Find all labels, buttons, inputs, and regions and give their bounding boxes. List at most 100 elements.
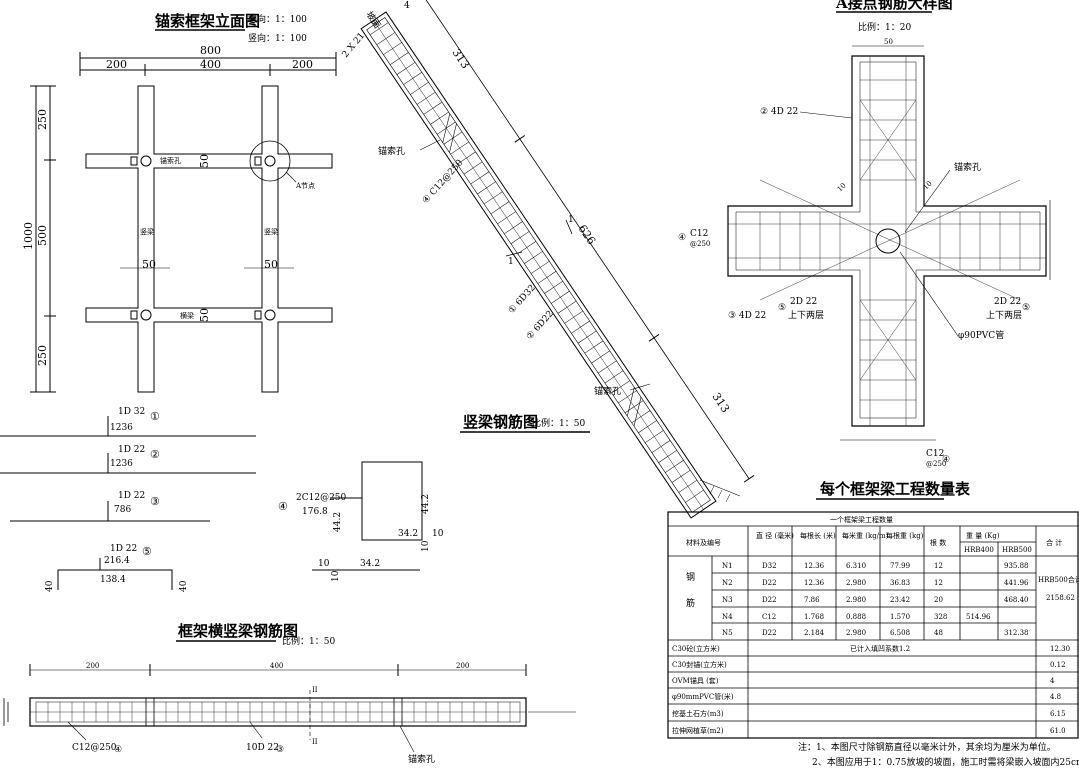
beam-scale: 比例：1：50 <box>282 635 335 647</box>
dim-left: 200 <box>106 58 127 71</box>
table-cell: 468.40 <box>1004 596 1029 604</box>
node-anchor: 锚索孔 <box>954 161 981 173</box>
bar5-hook-l: 40 <box>45 580 55 592</box>
label-vbeam-2: 竖梁 <box>264 227 278 236</box>
vbeam-anchor: 锚索孔 <box>378 145 405 157</box>
table-cell: D22 <box>762 596 777 604</box>
table-cell: N4 <box>722 613 733 621</box>
node-c12-left: C12 <box>690 229 708 239</box>
table-cell: 312.38 <box>1004 629 1029 637</box>
beam-stir-num: ④ <box>114 745 122 755</box>
table-cell: 0.888 <box>846 613 866 621</box>
w50-d: 50 <box>198 308 211 322</box>
table-cell: 514.96 <box>966 613 991 621</box>
table-cell: D22 <box>762 579 777 587</box>
extra-row-cell: 12.30 <box>1050 645 1070 653</box>
extra-row-cell: 6.15 <box>1050 710 1066 718</box>
node-c12-bottom: C12 <box>926 449 944 459</box>
quantity-table: 每个框架梁工程数量表 一个框架梁工程数量 材料及编号 直 径 (毫米) 每根长 … <box>667 480 1079 768</box>
note-2: 2、本图应用于1：0.75放坡的坡面，施工时需将梁嵌入坡面内25cm。 <box>812 756 1079 768</box>
extra-row-cell: OVM锚具 (套) <box>672 676 719 685</box>
table-cell: N2 <box>722 579 733 587</box>
table-cell: 7.86 <box>804 596 820 604</box>
table-cell: 935.88 <box>1004 562 1029 570</box>
bar2-len: 1236 <box>110 459 133 469</box>
node-b2: ③ 4D 22 <box>728 311 766 321</box>
vbeam-slope: 坡面 <box>364 9 384 31</box>
label-vbeam: 竖梁 <box>140 227 154 236</box>
vbeam-dim-a: 313 <box>450 46 473 71</box>
bar2-num: ② <box>150 448 160 461</box>
table-cell: 12.36 <box>804 579 825 587</box>
table-cell: 6.310 <box>846 562 866 570</box>
label-node: A节点 <box>295 182 315 190</box>
stirrup-c4: 10 <box>331 570 341 582</box>
vbeam-top: 4 <box>404 1 410 11</box>
table-title: 每个框架梁工程数量表 <box>820 480 971 498</box>
total-value: 2158.62 <box>1046 594 1075 602</box>
extra-row-cell: 已计入填凹系数1.2 <box>850 644 910 653</box>
vbeam-stir: ④ C12@250 <box>421 158 466 206</box>
table-cell: 6.508 <box>890 629 910 637</box>
dim-mid: 400 <box>200 58 221 71</box>
table-cell: 12 <box>934 579 943 587</box>
bar5-len: 216.4 <box>104 556 130 566</box>
stirrup-c2: 10 <box>421 540 431 552</box>
bar-shapes: 1D 32 1236 ① 1D 22 1236 ② 1D 22 786 ③ 1D… <box>0 407 256 592</box>
extra-row-cell: 拉伸网植草(m2) <box>672 726 724 735</box>
bar3-len: 786 <box>114 505 131 515</box>
table-cell: 2.980 <box>846 579 866 587</box>
table-cell: 12 <box>934 562 943 570</box>
stirrup-c3: 10 <box>318 559 330 569</box>
stirrup-b2: 34.2 <box>360 559 380 569</box>
node-b3: 2D 22 <box>790 297 817 307</box>
node-layer-right: 上下两层 <box>986 310 1022 321</box>
beam-bar-num: ③ <box>276 745 284 755</box>
node-pvc: φ90PVC管 <box>958 329 1004 341</box>
dim-v1: 250 <box>36 109 49 130</box>
total-label: HRB500合计 <box>1038 575 1079 584</box>
dim-right: 200 <box>292 58 313 71</box>
table-cell: 20 <box>934 596 943 604</box>
bar1-num: ① <box>150 410 160 423</box>
beam-anchor: 锚索孔 <box>408 753 435 765</box>
table-cell: D22 <box>762 629 777 637</box>
node-n5-left: ⑤ <box>778 303 786 313</box>
stirrup-a2: 44.2 <box>421 494 431 514</box>
table-cell: 2.980 <box>846 629 866 637</box>
th-total: 合 计 <box>1046 538 1062 547</box>
table-cell: 12.36 <box>804 562 825 570</box>
th-diameter: 直 径 (毫米) <box>756 531 794 540</box>
w50-a: 50 <box>142 258 156 271</box>
table-cell: 36.83 <box>890 579 910 587</box>
node-layer-left: 上下两层 <box>788 310 824 321</box>
table-cell: 1.570 <box>890 613 910 621</box>
th-unitw: 每米重 (kg/m) <box>842 531 889 540</box>
stirrup-len: 176.8 <box>302 507 328 517</box>
w50-b: 50 <box>264 258 278 271</box>
stirrup-b: 34.2 <box>398 529 418 539</box>
th-length: 每根长 (米) <box>800 531 836 540</box>
stirrup-shape: ④ 2C12@250 176.8 44.2 44.2 34.2 10 10 10… <box>278 461 444 582</box>
vbeam-drawing: 竖梁钢筋图 比例：1：50 <box>341 0 755 519</box>
table-cell: 2.184 <box>804 629 825 637</box>
dim-v2: 500 <box>36 225 49 246</box>
node-ten-1: 10 <box>836 181 848 193</box>
node-c12s-left: @250 <box>690 240 710 248</box>
beam-d2: 400 <box>270 662 283 670</box>
node-c12s-bottom: @250 <box>926 460 946 468</box>
beam-title: 框架横竖梁钢筋图 <box>178 622 298 640</box>
th-hrb400: HRB400 <box>964 546 994 554</box>
bar5-sub: 138.4 <box>100 575 126 585</box>
table-cell: D32 <box>762 562 777 570</box>
elevation-scale-v: 竖向：1：100 <box>248 32 307 44</box>
bar5-hook-r: 40 <box>179 580 189 592</box>
bar3-code: 1D 22 <box>118 491 145 501</box>
bar5-num: ⑤ <box>142 545 152 558</box>
table-cell: N1 <box>722 562 733 570</box>
stirrup-code: 2C12@250 <box>296 493 347 503</box>
vbeam-bar2: ② 6D22 <box>525 309 556 342</box>
vbeam-sec-a: 1 <box>508 257 514 267</box>
beam-bar: 10D 22 <box>246 743 279 753</box>
